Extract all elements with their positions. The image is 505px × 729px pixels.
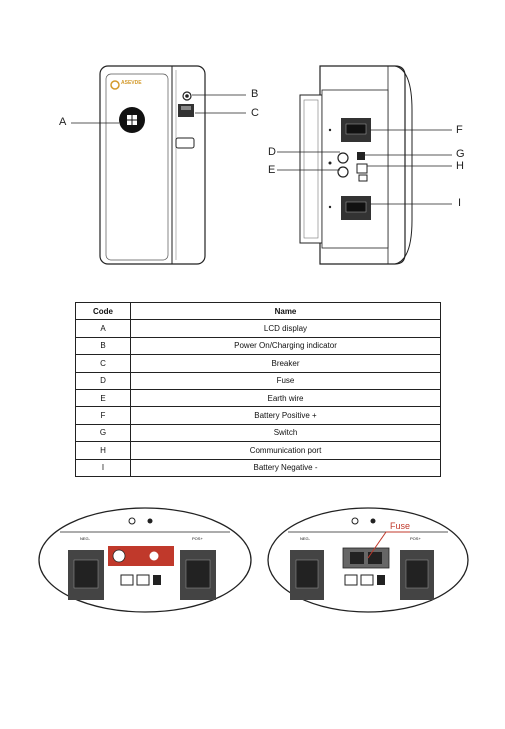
cell-code: G	[75, 423, 131, 443]
fuse-icon	[337, 152, 349, 164]
cell-name: Switch	[130, 423, 441, 443]
brand-logo-icon	[110, 80, 120, 90]
fuse-holder-icon	[342, 547, 390, 569]
cell-code: A	[75, 319, 131, 338]
cell-code: C	[75, 354, 131, 373]
battery-diagram	[71, 65, 452, 265]
cell-code: D	[75, 371, 131, 390]
brand-logo-text: ASEVDE	[121, 80, 142, 86]
front-view	[71, 65, 246, 265]
cell-name: Power On/Charging indicator	[130, 336, 441, 356]
earth-wire-icon	[337, 166, 349, 178]
cell-code: F	[75, 406, 131, 425]
callout-d: D	[268, 146, 276, 158]
closeup-right	[267, 507, 469, 613]
closeup-left	[38, 507, 252, 613]
cell-name: LCD display	[130, 319, 441, 338]
cell-code: B	[75, 336, 131, 356]
right-neg-label: NEG-	[300, 536, 310, 541]
cell-name: Battery Positive +	[130, 406, 441, 425]
communication-port-icon	[356, 163, 368, 174]
side-view	[277, 65, 452, 265]
closeup-views	[38, 507, 469, 613]
fuse-label: Fuse	[390, 521, 411, 531]
breaker-icon	[178, 104, 194, 117]
callout-a: A	[59, 116, 67, 128]
callout-c: C	[251, 107, 259, 119]
cell-name: Breaker	[130, 354, 441, 373]
callout-g: G	[456, 148, 465, 160]
right-pos-label: POS+	[410, 536, 421, 541]
switch-icon	[357, 152, 365, 160]
left-neg-label: NEG-	[80, 536, 90, 541]
cell-name: Battery Negative -	[130, 458, 441, 477]
left-pos-label: POS+	[192, 536, 203, 541]
callout-b: B	[251, 88, 259, 100]
cell-name: Communication port	[130, 441, 441, 460]
cell-name: Earth wire	[130, 388, 441, 408]
cell-name: Fuse	[130, 371, 441, 390]
warning-label-icon	[108, 546, 174, 566]
cell-code: E	[75, 388, 131, 408]
callout-e: E	[268, 164, 276, 176]
cell-code: H	[75, 441, 131, 460]
callout-f: F	[456, 124, 463, 136]
table-header-row: Code Name	[75, 301, 441, 321]
cell-code: I	[75, 458, 131, 477]
header-code: Code	[75, 301, 131, 321]
callout-h: H	[456, 160, 464, 172]
header-name: Name	[130, 301, 441, 321]
callout-i: I	[458, 197, 462, 209]
